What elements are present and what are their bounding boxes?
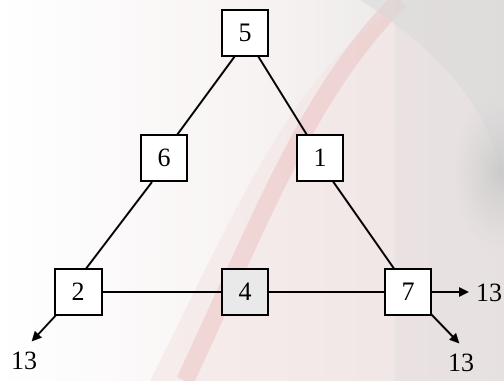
node-right-mid-label: 1 <box>314 143 327 172</box>
arrow-2-out <box>31 312 59 342</box>
edge-5-1 <box>257 55 308 136</box>
node-bottom-left: 2 <box>54 268 103 316</box>
node-right-mid: 1 <box>296 134 344 182</box>
node-bottom-right: 7 <box>384 268 432 316</box>
node-left-mid-label: 6 <box>158 143 171 172</box>
output-label-bottom-left: 13 <box>11 346 37 375</box>
edge-6-2 <box>84 181 153 271</box>
node-bottom-right-label: 7 <box>402 277 415 306</box>
edge-5-6 <box>176 55 236 136</box>
node-bottom-mid: 4 <box>221 268 269 316</box>
node-top-label: 5 <box>239 18 252 47</box>
output-label-bottom-right: 13 <box>448 348 474 377</box>
edge-1-7 <box>331 179 396 271</box>
node-top: 5 <box>221 9 269 57</box>
output-label-right: 13 <box>476 278 502 307</box>
node-bottom-left-label: 2 <box>72 277 85 306</box>
node-bottom-mid-label: 4 <box>239 277 252 306</box>
node-left-mid: 6 <box>140 134 188 182</box>
arrow-7-down-out <box>429 312 460 344</box>
